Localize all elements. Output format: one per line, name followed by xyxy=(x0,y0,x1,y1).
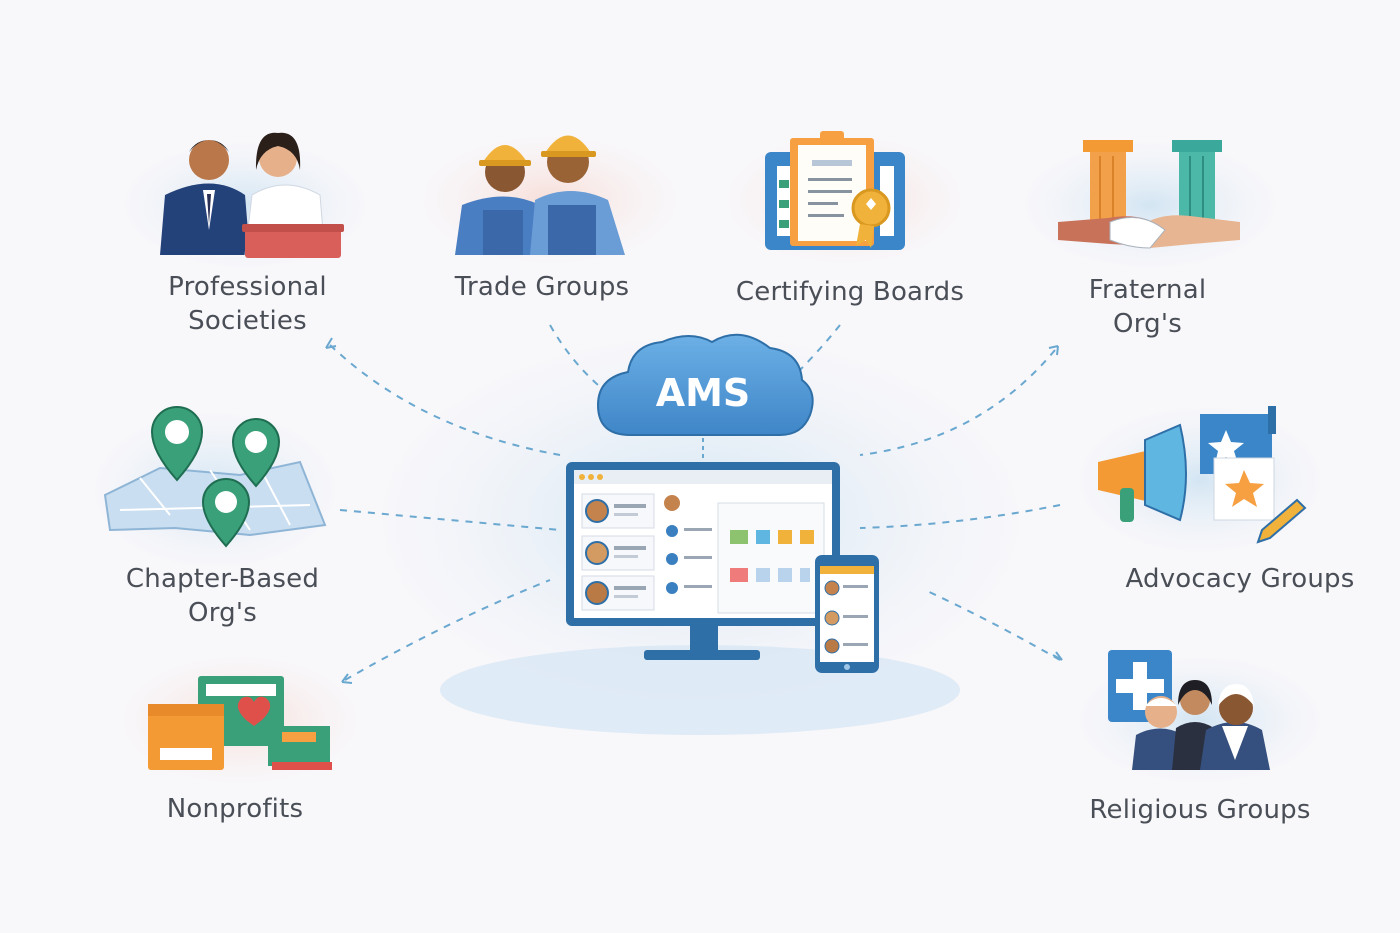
connector-trade-groups xyxy=(549,324,599,386)
connector-religious-groups xyxy=(924,589,1061,661)
label-certifying-boards: Certifying Boards xyxy=(735,277,965,307)
label-trade-groups: Trade Groups xyxy=(454,272,630,302)
label-fraternal-orgs: Fraternal Org's xyxy=(1088,275,1207,339)
professionals-at-podium-icon xyxy=(120,132,370,270)
faith-community-icon xyxy=(1075,650,1325,785)
label-advocacy-groups: Advocacy Groups xyxy=(1125,564,1355,594)
connector-lines xyxy=(329,324,1061,681)
label-chapter-based-orgs: Chapter-Based Org's xyxy=(125,564,320,628)
certificate-clipboard-icon xyxy=(725,131,965,265)
map-pins-icon xyxy=(90,406,340,570)
label-religious-groups: Religious Groups xyxy=(1089,795,1311,825)
pillars-handshake-icon xyxy=(1020,140,1280,270)
hard-hat-workers-icon xyxy=(420,135,680,265)
label-professional-societies: Professional Societies xyxy=(168,272,327,336)
monitor-illustration xyxy=(566,462,840,660)
connector-advocacy-groups xyxy=(859,504,1061,529)
connector-professional-societies xyxy=(329,344,561,456)
connector-nonprofits xyxy=(344,579,551,681)
connector-arrowheads xyxy=(325,337,1063,684)
phone-illustration xyxy=(815,555,879,673)
ams-cloud xyxy=(596,333,814,458)
megaphone-flag-icon xyxy=(1075,405,1325,555)
connector-fraternal-orgs xyxy=(859,349,1056,456)
label-nonprofits: Nonprofits xyxy=(166,794,304,824)
ams-cloud-label: AMS xyxy=(655,371,751,415)
charity-boxes-icon xyxy=(120,655,360,785)
